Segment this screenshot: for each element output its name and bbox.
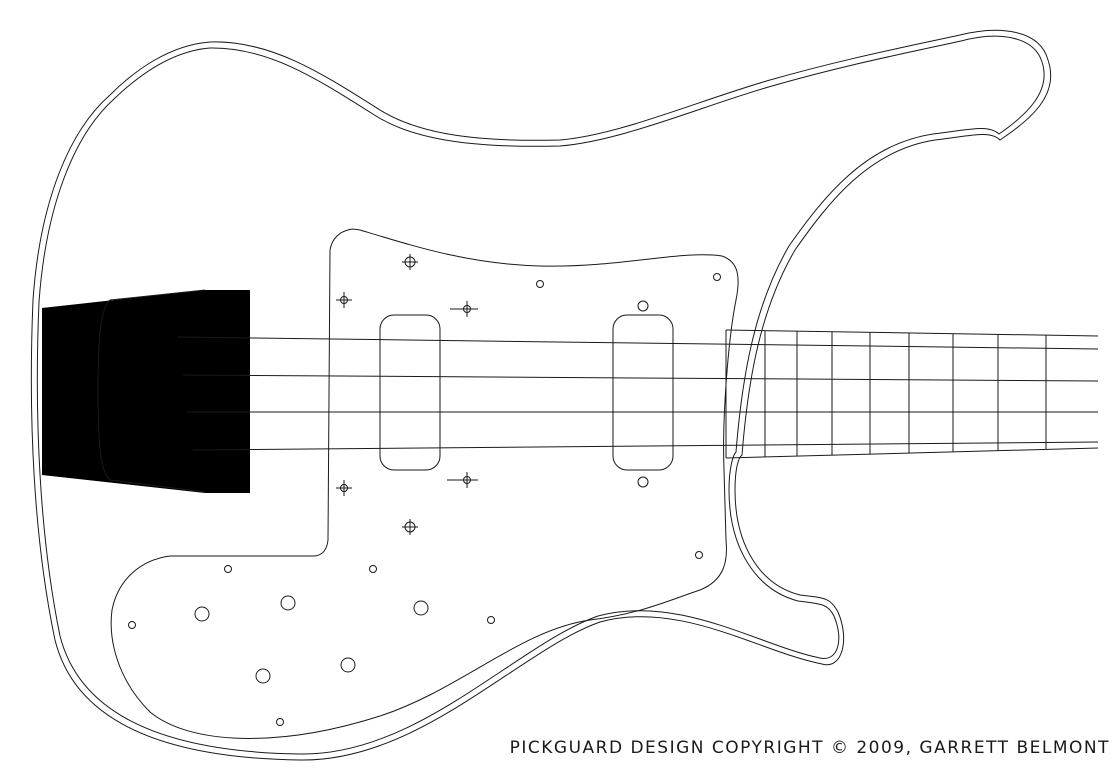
- control-hole: [195, 607, 209, 621]
- crosshair-markers: [336, 254, 478, 535]
- screw-hole: [225, 566, 232, 573]
- string: [193, 442, 1098, 450]
- string: [183, 375, 1098, 381]
- strings: [177, 337, 1098, 450]
- pickup-mount-hole: [638, 301, 648, 311]
- crosshair-marker: [336, 480, 352, 496]
- pickguard-outline: [111, 229, 738, 738]
- screw-hole: [129, 622, 136, 629]
- control-hole: [341, 658, 355, 672]
- screw-hole: [277, 719, 284, 726]
- bridge-pickup: [380, 315, 440, 470]
- pickup-mount-hole: [638, 477, 648, 487]
- screw-holes: [129, 274, 721, 726]
- crosshair-marker: [450, 301, 478, 317]
- bridge-plate: [42, 290, 250, 493]
- neck-top-edge: [726, 330, 1098, 336]
- bridge-inner: [98, 290, 205, 492]
- body-outline-outer: [31, 30, 1050, 760]
- crosshair-marker: [336, 292, 352, 308]
- screw-hole: [714, 274, 721, 281]
- crosshair-marker: [447, 472, 478, 488]
- crosshair-marker: [402, 254, 418, 270]
- control-hole: [414, 601, 428, 615]
- string: [177, 337, 1098, 349]
- screw-hole: [370, 566, 377, 573]
- neck-bottom-edge: [726, 448, 1098, 458]
- neck-pickup: [613, 315, 673, 470]
- frets: [765, 331, 1046, 457]
- body-outline-inner: [37, 36, 1044, 754]
- screw-hole: [537, 281, 544, 288]
- crosshair-marker: [402, 519, 418, 535]
- control-hole: [281, 596, 295, 610]
- screw-hole: [696, 552, 703, 559]
- control-hole: [256, 669, 270, 683]
- screw-hole: [488, 617, 495, 624]
- control-holes: [195, 596, 428, 683]
- copyright-notice: PICKGUARD DESIGN COPYRIGHT © 2009, GARRE…: [509, 738, 1110, 758]
